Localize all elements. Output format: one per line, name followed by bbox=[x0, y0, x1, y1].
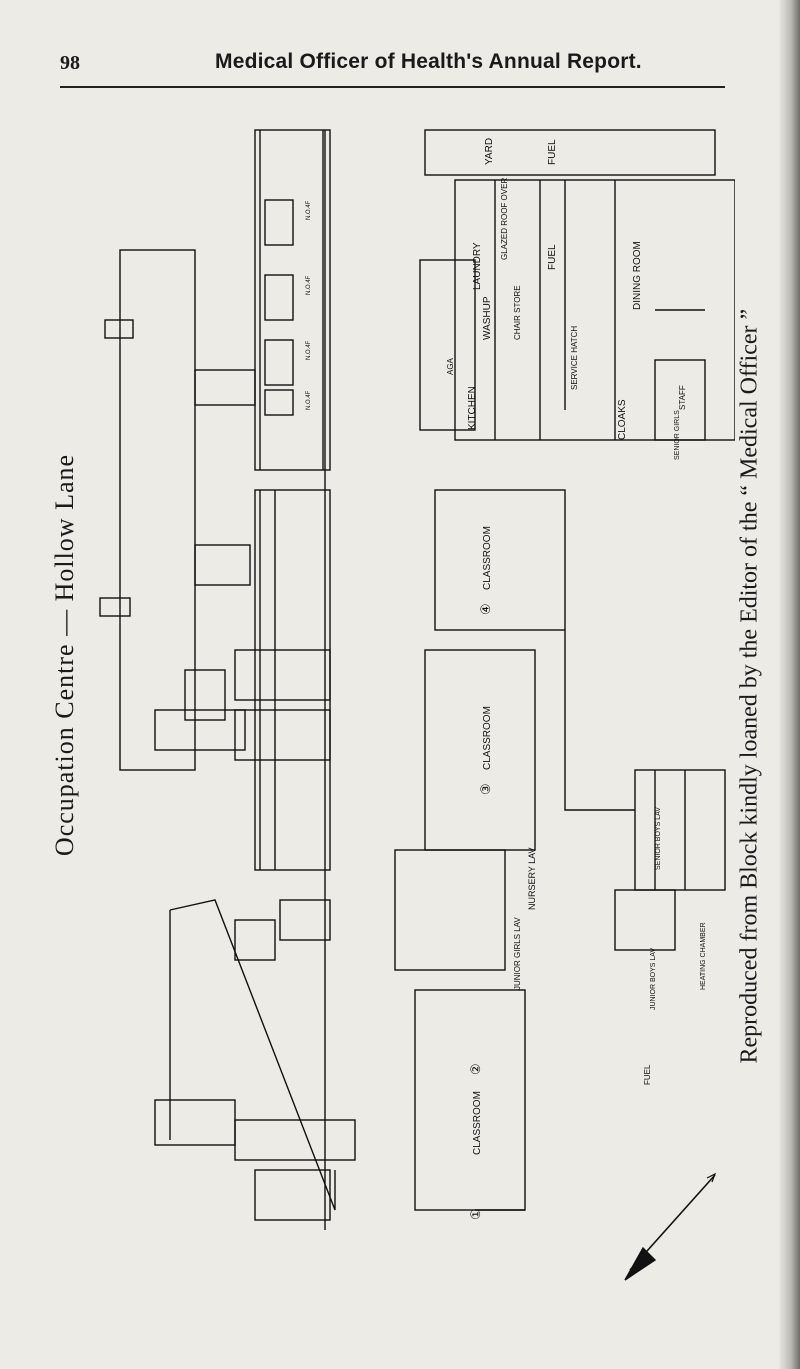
label-dining-room: DINING ROOM bbox=[632, 241, 643, 310]
ground-plan bbox=[394, 129, 735, 1211]
window-marks: N.O.4F N.O.4F N.O.4F N.O.4F bbox=[306, 200, 312, 410]
label-senior-girls: SENIOR GIRLS bbox=[674, 410, 681, 460]
number-2: ② bbox=[468, 1063, 483, 1075]
label-yard: YARD bbox=[484, 138, 495, 165]
svg-text:N.O.4F: N.O.4F bbox=[306, 340, 312, 360]
label-heating-chamber: HEATING CHAMBER bbox=[700, 922, 707, 990]
label-cloaks: CLOAKS bbox=[617, 399, 628, 440]
label-kitchen: KITCHEN bbox=[467, 386, 478, 430]
label-fuel-3: FUEL bbox=[643, 1064, 652, 1085]
side-elevation bbox=[99, 129, 356, 1230]
credit-line: Reproduced from Block kindly loaned by t… bbox=[736, 308, 763, 1064]
label-classroom-3: CLASSROOM bbox=[482, 706, 493, 770]
label-staff: STAFF bbox=[678, 385, 687, 410]
label-washup: WASHUP bbox=[482, 296, 493, 340]
number-1: ① bbox=[468, 1208, 483, 1220]
label-chair-store: CHAIR STORE bbox=[513, 285, 522, 340]
label-aga: AGA bbox=[446, 357, 455, 375]
label-service-hatch: SERVICE HATCH bbox=[570, 326, 579, 390]
svg-text:N.O.4F: N.O.4F bbox=[306, 390, 312, 410]
label-laundry: LAUNDRY bbox=[472, 242, 483, 290]
label-classroom-2: CLASSROOM bbox=[472, 1091, 483, 1155]
svg-text:N.O.4F: N.O.4F bbox=[306, 275, 312, 295]
plan-title: Occupation Centre — Hollow Lane bbox=[50, 453, 79, 857]
label-classroom-4: CLASSROOM bbox=[482, 526, 493, 590]
label-nursery-lav: NURSERY LAV bbox=[527, 847, 537, 910]
header-rule bbox=[60, 86, 725, 88]
label-glazed-roof: GLAZED ROOF OVER bbox=[500, 178, 509, 260]
page-number: 98 bbox=[60, 52, 80, 74]
running-head: Medical Officer of Health's Annual Repor… bbox=[215, 50, 642, 73]
label-senior-boys-lav: SENIOR BOYS LAV bbox=[655, 807, 662, 870]
number-3: ③ bbox=[478, 783, 493, 795]
page-edge bbox=[778, 0, 800, 1369]
label-junior-boys-lav: JUNIOR BOYS LAV bbox=[650, 948, 657, 1010]
north-arrow-icon bbox=[624, 1172, 717, 1281]
svg-text:N.O.4F: N.O.4F bbox=[306, 200, 312, 220]
label-junior-girls-lav: JUNIOR GIRLS LAV bbox=[513, 917, 522, 990]
floor-plan: N.O.4F N.O.4F N.O.4F N.O.4F YARD FUEL LA… bbox=[99, 129, 735, 1281]
label-fuel-1: FUEL bbox=[547, 139, 558, 165]
room-labels: YARD FUEL LAUNDRY GLAZED ROOF OVER FUEL … bbox=[446, 138, 707, 1220]
label-fuel-2: FUEL bbox=[547, 244, 558, 270]
number-4: ④ bbox=[478, 603, 493, 615]
